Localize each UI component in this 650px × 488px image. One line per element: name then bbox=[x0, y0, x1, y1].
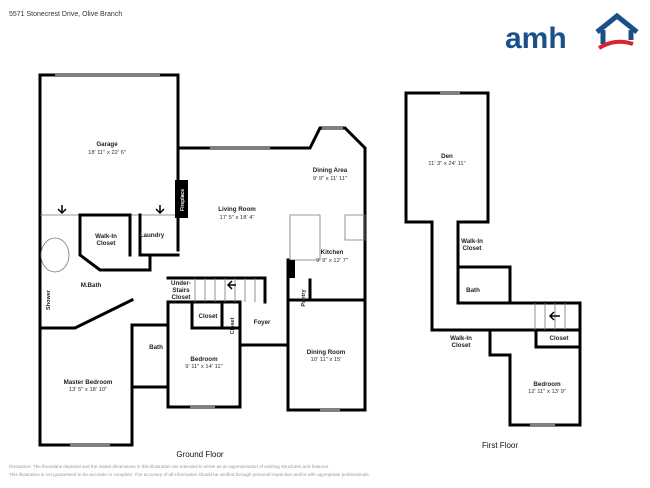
room-walkin-name: Closet bbox=[452, 342, 471, 349]
room-master-name: Master Bedroom bbox=[64, 379, 113, 386]
room-shower-name: Shower bbox=[46, 289, 52, 310]
room-dining-area-name: Dining Area bbox=[313, 167, 348, 174]
amh-logo: amh bbox=[505, 12, 639, 55]
room-dining-room-dims: 10' 11" x 15' bbox=[311, 357, 342, 363]
room-closet-name: Closet bbox=[230, 317, 236, 334]
room-master-dims: 13' 5" x 18' 10" bbox=[69, 387, 107, 393]
room-bedroom-name: Bedroom bbox=[533, 381, 561, 388]
first-floor-walls bbox=[404, 91, 582, 427]
room-kitchen-name: Kitchen bbox=[321, 249, 344, 256]
disclaimer-line: This illustration is not guaranteed to b… bbox=[9, 472, 370, 477]
disclaimer-line: Disclaimer: The floorplans depicted and … bbox=[9, 464, 330, 469]
room-mbath-name: M.Bath bbox=[81, 282, 102, 289]
room-walkin-name: Walk-In bbox=[450, 335, 472, 342]
disclaimer: Disclaimer: The floorplans depicted and … bbox=[9, 463, 429, 479]
room-den-name: Den bbox=[441, 153, 453, 160]
room-laundry-name: Laundry bbox=[140, 232, 165, 239]
room-closet-name: Closet bbox=[550, 335, 569, 342]
room-living-dims: 17' 5" x 18' 4" bbox=[219, 215, 254, 221]
room-walkin-name: Closet bbox=[97, 240, 116, 247]
room-understairs-name: Closet bbox=[172, 294, 191, 301]
room-dining-room-name: Dining Room bbox=[307, 349, 346, 356]
room-kitchen-dims: 9' 9" x 12' 7" bbox=[316, 258, 348, 264]
room-garage-name: Garage bbox=[96, 141, 118, 148]
ground-floor-walls bbox=[38, 73, 367, 447]
first-floor-label: First Floor bbox=[482, 441, 518, 450]
room-bath-name: Bath bbox=[466, 287, 480, 294]
room-walkin-name: Walk-In bbox=[461, 238, 483, 245]
ground-floor-label: Ground Floor bbox=[176, 450, 223, 459]
svg-text:amh: amh bbox=[505, 22, 567, 55]
room-bedroom-dims: 12' 11" x 13' 9" bbox=[528, 389, 566, 395]
room-walkin-name: Walk-In bbox=[95, 233, 117, 240]
room-den-dims: 11' 3" x 24' 11" bbox=[428, 161, 465, 167]
property-address: 5571 Stonecrest Drive, Olive Branch bbox=[9, 11, 123, 18]
room-walkin-name: Closet bbox=[463, 245, 482, 252]
room-closet-name: Closet bbox=[199, 313, 218, 320]
room-bedroom-name: Bedroom bbox=[190, 356, 218, 363]
room-bath-name: Bath bbox=[149, 344, 163, 351]
room-understairs-name: Stairs bbox=[172, 287, 190, 294]
room-foyer-name: Foyer bbox=[254, 319, 271, 326]
room-living-name: Living Room bbox=[218, 206, 256, 213]
room-understairs-name: Under- bbox=[171, 280, 191, 287]
room-garage-dims: 18' 11" x 22' 6" bbox=[88, 150, 126, 156]
fireplace-label: Fireplace bbox=[180, 189, 186, 211]
room-pantry-name: Pantry bbox=[301, 289, 307, 307]
room-dining-area-dims: 9' 9" x 11' 11" bbox=[313, 176, 347, 182]
room-bedroom-dims: 9' 11" x 14' 11" bbox=[185, 364, 222, 370]
